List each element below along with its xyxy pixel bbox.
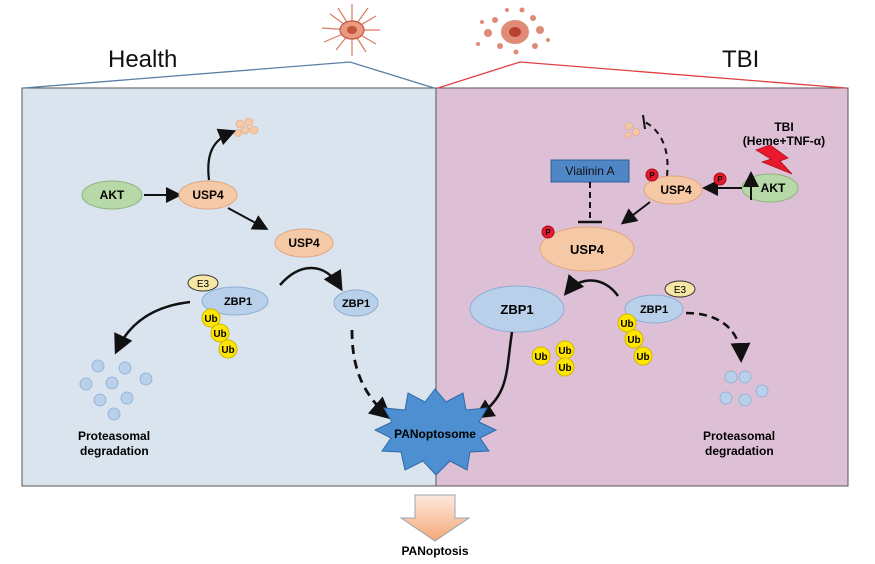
health-usp4-top-node [178, 180, 238, 210]
tbi-usp4-big-label: USP4 [570, 242, 605, 257]
tbi-phospho-usp4-big-label: P [545, 228, 551, 237]
health-ub-2: Ub [213, 329, 226, 340]
health-akt-label: AKT [100, 188, 125, 202]
health-degradation-line2: degradation [80, 444, 149, 458]
tbi-ub-1: Ub [620, 319, 633, 330]
outcome-arrow [399, 494, 471, 542]
tbi-arrow-degradation [685, 311, 751, 363]
tbi-phospho-akt [713, 172, 727, 186]
health-e3-label: E3 [197, 279, 210, 290]
tbi-degradation-line1: Proteasomal [703, 429, 775, 443]
tbi-bracket-line [437, 61, 847, 89]
tbi-zbp1-small-label: ZBP1 [640, 304, 668, 316]
health-usp4-top-label: USP4 [192, 188, 224, 202]
health-usp4-mid-node [274, 228, 334, 258]
tbi-stimulus-line2: (Heme+TNF-α) [743, 134, 825, 148]
health-zbp1-right-node [333, 289, 379, 317]
heading-health: Health [108, 46, 177, 73]
health-ub-chain: Ub Ub Ub [201, 308, 238, 359]
tbi-ub-3: Ub [636, 352, 649, 363]
tbi-usp4-top-label: USP4 [660, 183, 692, 197]
tbi-ub-2: Ub [627, 335, 640, 346]
health-ub-3: Ub [221, 345, 234, 356]
tbi-proteasome-fragments [719, 370, 769, 407]
damaged-cell-icon [476, 7, 550, 55]
tbi-phospho-usp4-top-label: P [649, 171, 655, 180]
tbi-free-ub: Ub Ub Ub [531, 340, 575, 377]
tbi-usp4-top-node [643, 175, 703, 205]
health-ub-1: Ub [204, 314, 217, 325]
health-arrow-zbp1-panoptosome [350, 329, 393, 420]
health-usp4-fragments [234, 117, 259, 137]
health-arrow-degradation [114, 300, 191, 355]
tbi-free-ub-2: Ub [558, 346, 571, 357]
tbi-phospho-usp4-big [541, 225, 555, 239]
health-zbp1-left-label: ZBP1 [224, 296, 252, 308]
tbi-arrow-usp4-usp4 [620, 201, 651, 225]
health-degradation-line1: Proteasomal [78, 429, 150, 443]
healthy-cell-icon [321, 4, 380, 56]
lightning-icon [755, 144, 793, 175]
health-zbp1-right-label: ZBP1 [342, 298, 370, 310]
tbi-phospho-usp4-top [645, 168, 659, 182]
health-arrow-usp4-fragments [207, 128, 237, 181]
health-bracket-line [23, 61, 435, 89]
tbi-arrow-usp4-fragments [644, 121, 669, 177]
tbi-e3-label: E3 [674, 285, 687, 296]
tbi-phospho-akt-label: P [717, 175, 723, 184]
tbi-e3-badge [664, 280, 696, 298]
health-arrow-usp4-usp4 [227, 207, 269, 230]
tbi-zbp1-big-label: ZBP1 [500, 302, 533, 317]
tbi-stimulus-line1: TBI [774, 120, 793, 134]
health-akt-node [81, 180, 143, 210]
panoptosis-label: PANoptosis [401, 544, 468, 558]
panoptosome-label: PANoptosome [394, 427, 476, 441]
tbi-akt-label: AKT [761, 181, 786, 195]
tbi-zbp1-small-node [624, 294, 684, 324]
heading-tbi: TBI [722, 46, 759, 73]
vialinin-a-label: Vialinin A [565, 164, 614, 178]
tbi-usp4-fragments [624, 122, 640, 139]
health-zbp1-left-node [201, 286, 269, 316]
tbi-arrow-zbp1-panoptosome [473, 331, 514, 419]
tbi-free-ub-3: Ub [558, 363, 571, 374]
health-proteasome-fragments [79, 359, 153, 421]
health-e3-badge [187, 274, 219, 292]
tbi-free-ub-1: Ub [534, 352, 547, 363]
health-arrow-usp4-zbp1 [279, 266, 343, 292]
tbi-inhibited-tick [642, 114, 646, 130]
panoptosome-star [373, 388, 498, 476]
tbi-usp4-big-node [539, 226, 635, 272]
health-usp4-mid-label: USP4 [288, 236, 320, 250]
tbi-zbp1-big-node [469, 285, 565, 333]
tbi-ub-chain: Ub Ub Ub [617, 313, 653, 366]
tbi-degradation-line2: degradation [705, 444, 774, 458]
tbi-arrow-zbp1-stabilize [563, 274, 620, 297]
